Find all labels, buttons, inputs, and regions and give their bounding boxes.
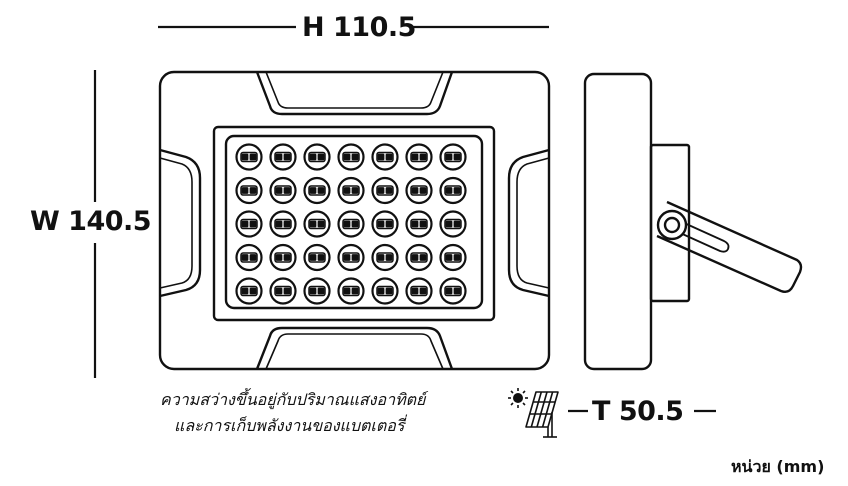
led xyxy=(405,176,433,205)
led xyxy=(439,176,467,205)
led xyxy=(371,243,399,272)
front-housing xyxy=(158,70,551,371)
led xyxy=(405,210,433,238)
led xyxy=(371,210,399,238)
led xyxy=(405,143,433,171)
led xyxy=(405,277,433,305)
led xyxy=(303,277,331,305)
led xyxy=(303,143,331,171)
caption-line-1: ความสว่างขึ้นอยู่กับปริมาณแสงอาทิตย์ xyxy=(160,390,426,409)
led xyxy=(405,243,433,272)
led xyxy=(337,143,365,171)
unit-label: หน่วย (mm) xyxy=(731,457,825,476)
led-panel-outer xyxy=(212,125,496,322)
top-handle xyxy=(255,71,454,116)
led xyxy=(269,277,297,305)
led xyxy=(337,277,365,305)
left-side-handle xyxy=(159,148,202,298)
led xyxy=(371,143,399,171)
sun-icon xyxy=(508,388,528,408)
led xyxy=(235,210,263,238)
thickness-dimension-label: T 50.5 xyxy=(592,396,684,427)
side-housing xyxy=(583,72,653,371)
led xyxy=(235,176,263,205)
bracket-pivot xyxy=(656,209,688,241)
bracket-slot xyxy=(677,221,730,253)
led xyxy=(439,277,467,305)
led xyxy=(371,277,399,305)
front-view xyxy=(158,70,551,371)
side-heatsink xyxy=(649,143,691,303)
bottom-handle xyxy=(255,326,454,370)
led xyxy=(439,143,467,171)
led xyxy=(269,243,297,272)
led xyxy=(337,176,365,205)
led xyxy=(439,210,467,238)
led xyxy=(269,143,297,171)
led xyxy=(303,243,331,272)
led xyxy=(303,210,331,238)
side-view xyxy=(583,72,803,371)
led-panel-inner xyxy=(224,134,484,310)
led xyxy=(337,210,365,238)
led-grid xyxy=(235,143,467,305)
led xyxy=(269,176,297,205)
width-dimension-label: W 140.5 xyxy=(30,206,152,237)
height-dimension-label: H 110.5 xyxy=(302,12,416,43)
caption-line-2: และการเก็บพลังงานของแบตเตอรี่ xyxy=(174,416,405,435)
led xyxy=(269,210,297,238)
led xyxy=(235,243,263,272)
led xyxy=(235,143,263,171)
led xyxy=(371,176,399,205)
led xyxy=(337,243,365,272)
led xyxy=(235,277,263,305)
right-side-handle xyxy=(507,148,550,298)
solar-panel-icon xyxy=(525,391,559,438)
mounting-bracket xyxy=(656,200,803,294)
led xyxy=(303,176,331,205)
led xyxy=(439,243,467,272)
